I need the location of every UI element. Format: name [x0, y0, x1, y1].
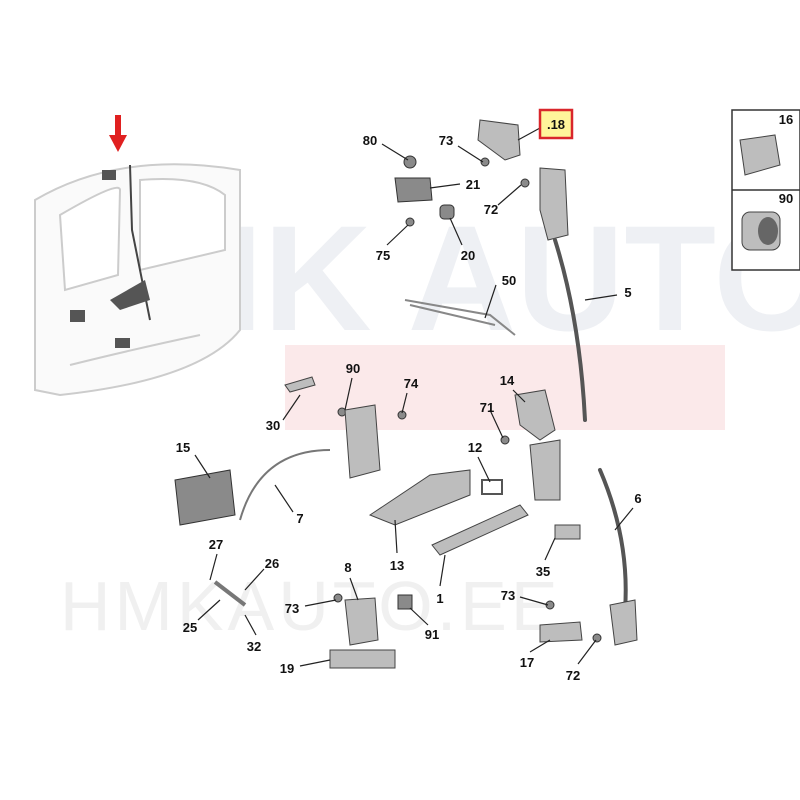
callout-75: 75 — [376, 248, 390, 263]
callout-25: 25 — [183, 620, 197, 635]
callout-6: 6 — [634, 491, 641, 506]
leader-lines — [194, 127, 634, 667]
callout-80: 80 — [363, 133, 377, 148]
svg-text:.18: .18 — [547, 117, 565, 132]
parts — [174, 119, 638, 669]
callout-50: 50 — [502, 273, 516, 288]
callout-35: 35 — [536, 564, 550, 579]
callout-91: 91 — [425, 627, 439, 642]
callout-14: 14 — [500, 373, 515, 388]
callout-7: 7 — [296, 511, 303, 526]
callout-labels: 80 73 .18 21 72 75 20 50 5 90 74 30 14 7… — [176, 108, 642, 683]
callout-71: 71 — [480, 400, 494, 415]
svg-text:HMKAUTO.EE: HMKAUTO.EE — [60, 567, 562, 645]
red-arrow-indicator — [109, 115, 127, 152]
callout-8: 8 — [344, 560, 351, 575]
callout-32: 32 — [247, 639, 261, 654]
callout-73: 73 — [501, 588, 515, 603]
clip-part-16 — [739, 134, 781, 176]
callout-72: 72 — [484, 202, 498, 217]
callout-15: 15 — [176, 440, 190, 455]
callout-27: 27 — [209, 537, 223, 552]
callout-90: 90 — [346, 361, 360, 376]
callout-5: 5 — [624, 285, 631, 300]
callout-17: 17 — [520, 655, 534, 670]
callout-19: 19 — [280, 661, 294, 676]
callout-72: 72 — [566, 668, 580, 683]
callout-74: 74 — [404, 376, 419, 391]
side-panel: 16 90 — [731, 109, 800, 271]
callout-73: 73 — [439, 133, 453, 148]
callout-18-highlighted: .18 — [538, 108, 574, 140]
callout-30: 30 — [266, 418, 280, 433]
callout-1: 1 — [436, 591, 443, 606]
callout-20: 20 — [461, 248, 475, 263]
callout-13: 13 — [390, 558, 404, 573]
callout-21: 21 — [466, 177, 480, 192]
callout-12: 12 — [468, 440, 482, 455]
callout-73: 73 — [285, 601, 299, 616]
side-callout-90: 90 — [779, 191, 793, 206]
bushing-part-90 — [741, 211, 781, 251]
tailgate-door — [34, 163, 241, 397]
callout-26: 26 — [265, 556, 279, 571]
side-callout-16: 16 — [779, 112, 793, 127]
